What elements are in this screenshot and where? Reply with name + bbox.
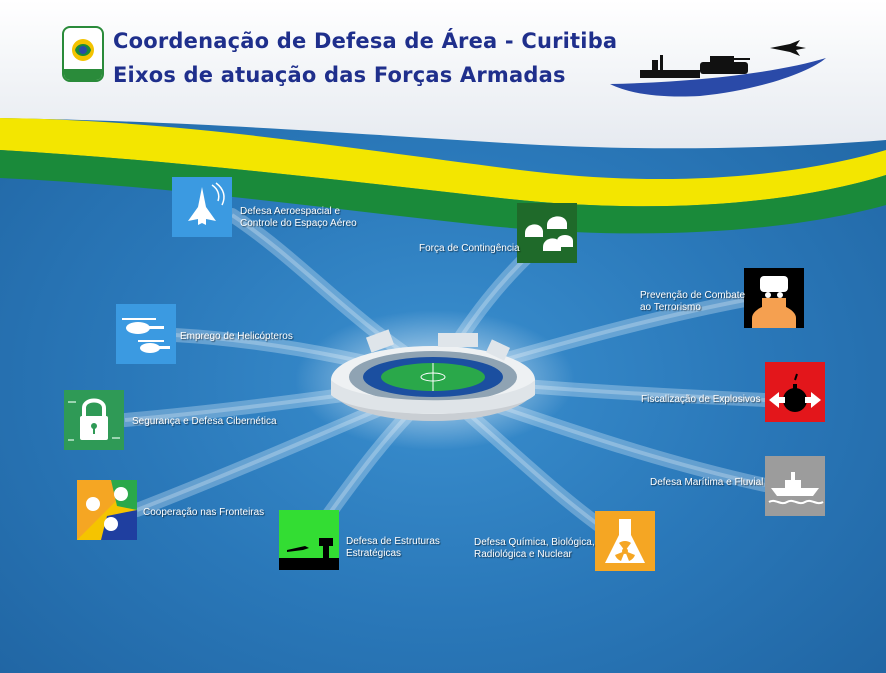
- radiation-flask-icon: [605, 519, 645, 563]
- label-line: Controle do Espaço Aéreo: [240, 218, 357, 229]
- label-line: Defesa Marítima e Fluvial: [650, 477, 764, 488]
- label-forca-contingencia: Força de Contingência: [419, 243, 520, 255]
- label-emprego-helicopteros: Emprego de Helicópteros: [180, 331, 293, 343]
- label-line: Radiológica e Nuclear: [474, 549, 572, 560]
- tile-defesa-cibernetica[interactable]: [64, 390, 124, 450]
- fifa-world-cup-curitiba-logo: [62, 26, 104, 82]
- page-subtitle: Eixos de atuação das Forças Armadas: [113, 63, 566, 87]
- label-line: Defesa de Estruturas: [346, 536, 440, 547]
- label-line: Força de Contingência: [419, 243, 520, 254]
- tile-defesa-maritima[interactable]: [765, 456, 825, 516]
- jet-radar-icon: [188, 182, 225, 225]
- flags-stars-icon: [77, 480, 137, 540]
- bomb-icon: [769, 373, 821, 412]
- label-combate-terrorismo: Prevenção de Combate ao Terrorismo: [640, 290, 745, 314]
- tile-fiscalizacao-explosivos[interactable]: [765, 362, 825, 422]
- label-line: Defesa Aeroespacial e: [240, 206, 341, 217]
- ship-icon: [768, 472, 824, 505]
- label-line: Emprego de Helicópteros: [180, 331, 293, 342]
- page-title: Coordenação de Defesa de Área - Curitiba: [113, 29, 618, 53]
- label-line: Segurança e Defesa Cibernética: [132, 416, 277, 427]
- label-line: Prevenção de Combate: [640, 290, 746, 301]
- tile-forca-contingencia[interactable]: [517, 203, 577, 263]
- label-line: Fiscalização de Explosivos: [641, 394, 761, 405]
- tile-defesa-qbrn[interactable]: [595, 511, 655, 571]
- label-defesa-aeroespacial: Defesa Aeroespacial e Controle do Espaço…: [240, 206, 357, 230]
- tile-combate-terrorismo[interactable]: [744, 268, 804, 328]
- label-defesa-qbrn: Defesa Química, Biológica, Radiológica e…: [474, 537, 595, 561]
- label-cooperacao-fronteiras: Cooperação nas Fronteiras: [143, 507, 264, 519]
- tile-cooperacao-fronteiras[interactable]: [77, 480, 137, 540]
- masked-soldier-icon: [752, 276, 796, 328]
- label-fiscalizacao-explosivos: Fiscalização de Explosivos: [641, 394, 761, 406]
- label-line: Defesa Química, Biológica,: [474, 537, 595, 548]
- label-defesa-estruturas: Defesa de Estruturas Estratégicas: [346, 536, 440, 560]
- tile-emprego-helicopteros[interactable]: [116, 304, 176, 364]
- label-line: ao Terrorismo: [640, 302, 701, 313]
- trophy-emblem-icon: [72, 39, 94, 61]
- logo-band: [64, 69, 102, 80]
- label-defesa-maritima: Defesa Marítima e Fluvial: [650, 477, 763, 489]
- stadium-illustration: [331, 329, 535, 421]
- padlock-icon: [68, 398, 120, 441]
- tile-defesa-aeroespacial[interactable]: [172, 177, 232, 237]
- helmets-icon: [525, 216, 573, 251]
- label-line: Estratégicas: [346, 548, 402, 559]
- tile-defesa-estruturas[interactable]: [279, 510, 339, 570]
- label-defesa-cibernetica: Segurança e Defesa Cibernética: [132, 416, 277, 428]
- helicopter-icon: [122, 318, 170, 353]
- airport-tower-icon: [279, 538, 339, 570]
- label-line: Cooperação nas Fronteiras: [143, 507, 265, 518]
